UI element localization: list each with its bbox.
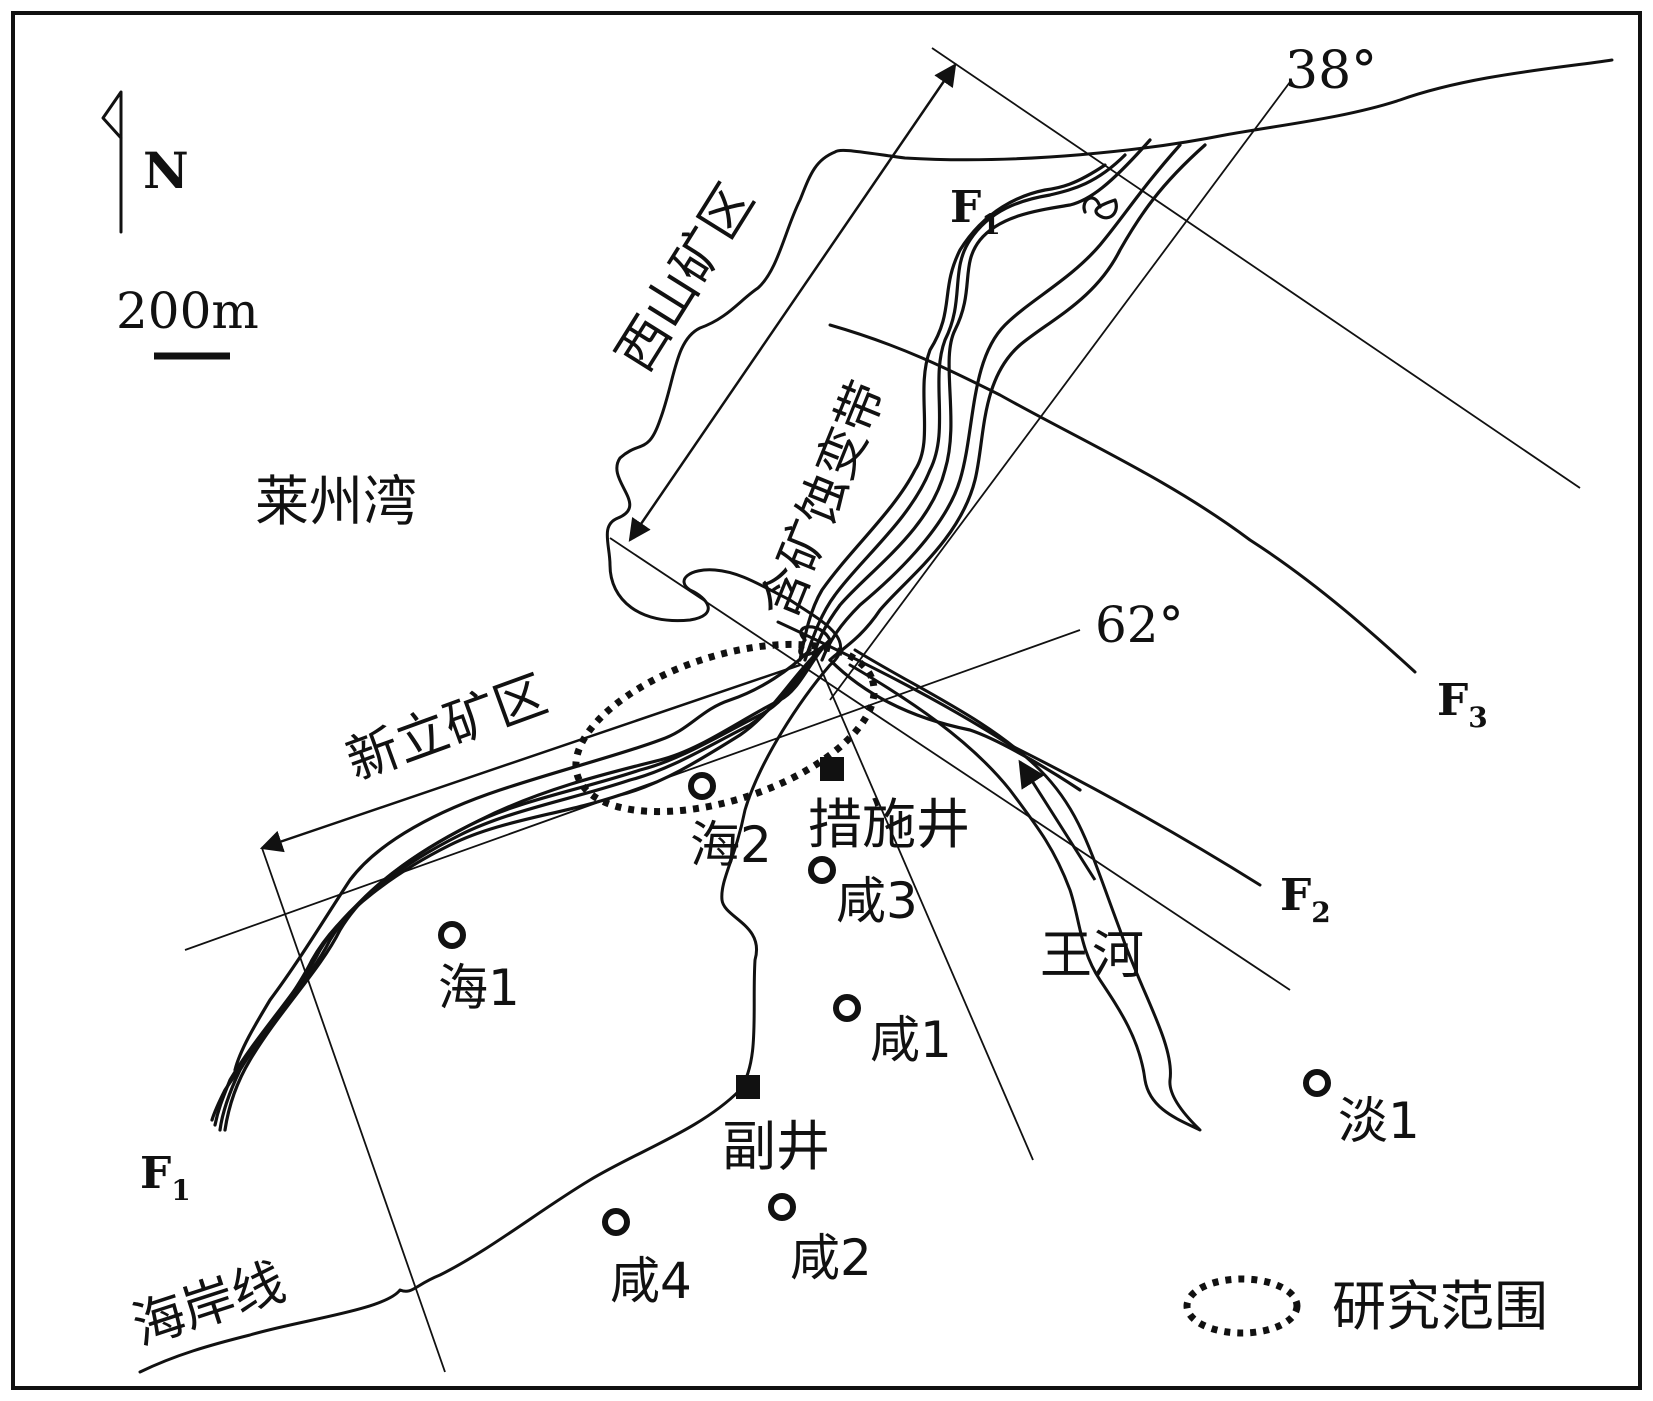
svg-text:F2: F2 <box>1280 870 1331 929</box>
svg-text:F1: F1 <box>140 1148 191 1207</box>
well-marker-icon <box>833 994 861 1022</box>
wang-river-label: 王河 <box>1040 926 1144 986</box>
mine-boundary-lines <box>184 47 1581 1373</box>
svg-text:F1: F1 <box>950 182 1001 241</box>
coastline-label: 海岸线 <box>125 1252 292 1357</box>
angle-38-label: 38° <box>1285 41 1377 101</box>
shaft-marker-icon <box>736 1075 760 1099</box>
well-label: 咸3 <box>836 872 918 930</box>
shaft-cuoshi: 措施井 <box>808 757 970 856</box>
well-label: 海2 <box>690 816 772 874</box>
river-flow-arrow-icon <box>1018 759 1097 881</box>
coastline <box>138 58 1614 1374</box>
shaft-label: 措施井 <box>808 793 970 856</box>
well-label: 咸1 <box>870 1011 952 1069</box>
legend: 研究范围 <box>1183 1275 1548 1338</box>
scale-bar: 200m <box>116 282 259 360</box>
well-marker-icon <box>438 921 466 949</box>
xinli-mine-label: 新立矿区 <box>339 665 555 793</box>
well-xian1: 咸1 <box>833 994 952 1069</box>
well-marker-icon <box>688 772 716 800</box>
xishan-extent-arrow <box>628 63 957 542</box>
well-marker-icon <box>768 1193 796 1221</box>
xishan-mine-label: 西山矿区 <box>605 174 766 382</box>
well-xian4: 咸4 <box>602 1208 692 1310</box>
well-label: 淡1 <box>1338 1092 1420 1150</box>
shaft-label: 副井 <box>722 1115 830 1178</box>
shaft-fu: 副井 <box>722 1075 830 1178</box>
well-hai2: 海2 <box>688 772 772 874</box>
xinli-extent-arrow <box>259 663 801 853</box>
north-label: N <box>143 141 189 200</box>
well-label: 海1 <box>438 959 520 1017</box>
shaft-marker-icon <box>820 757 844 781</box>
well-label: 咸4 <box>610 1252 692 1310</box>
fault-label-f1-north: F1 <box>950 182 1001 241</box>
study-area-outline <box>572 640 878 816</box>
well-xian3: 咸3 <box>808 856 918 930</box>
well-label: 咸2 <box>790 1229 872 1287</box>
ore-alteration-zone-veins <box>210 138 1207 1132</box>
angle-62-label: 62° <box>1095 596 1184 654</box>
fault-label-f1-south: F1 <box>140 1148 191 1207</box>
svg-text:F3: F3 <box>1437 675 1488 734</box>
laizhou-bay-label: 莱州湾 <box>255 470 417 533</box>
legend-study-area-label: 研究范围 <box>1332 1275 1548 1338</box>
well-hai1: 海1 <box>438 921 520 1017</box>
wang-river <box>848 648 1202 1132</box>
fault-label-f3: F3 <box>1437 675 1488 734</box>
well-xian2: 咸2 <box>768 1193 872 1287</box>
scale-bar-label: 200m <box>116 282 259 340</box>
legend-study-area-icon <box>1183 1275 1301 1337</box>
map-frame <box>11 11 1642 1390</box>
well-marker-icon <box>808 856 836 884</box>
well-marker-icon <box>602 1208 630 1236</box>
north-arrow: N <box>101 90 189 234</box>
well-marker-icon <box>1303 1069 1331 1097</box>
fault-label-f2: F2 <box>1280 870 1331 929</box>
well-dan1: 淡1 <box>1303 1069 1420 1150</box>
north-arrow-icon <box>101 90 123 234</box>
